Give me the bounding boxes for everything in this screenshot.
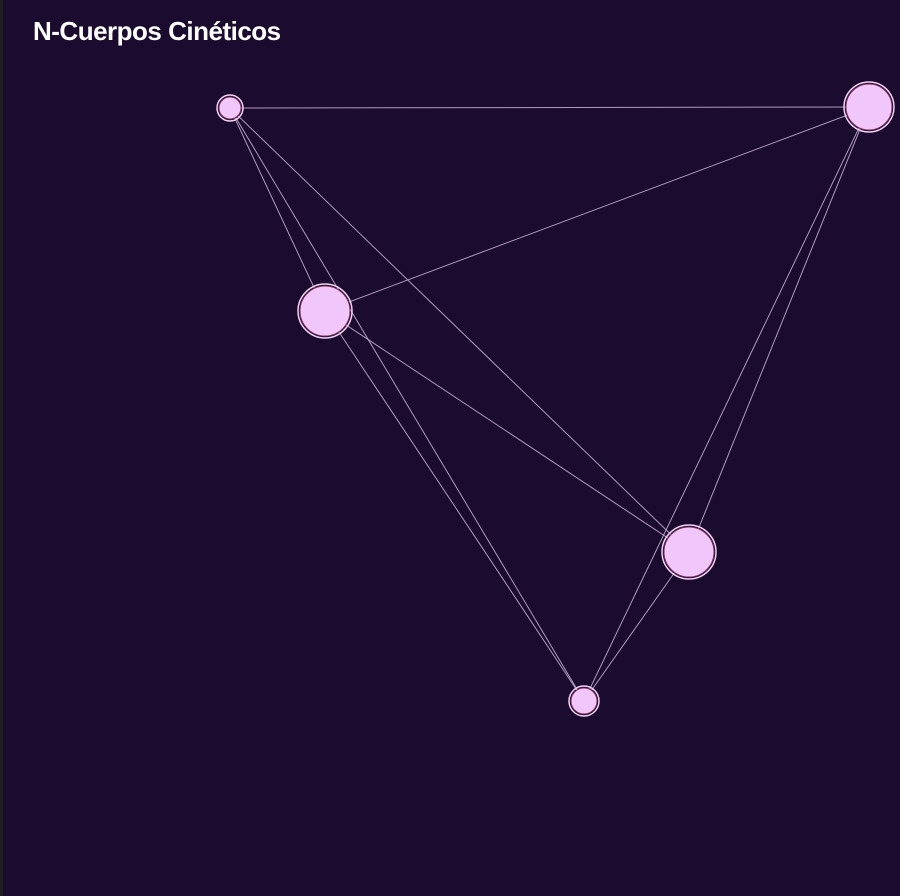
links-layer (229, 106, 870, 702)
link-b4-b5 (583, 551, 690, 702)
body-ring (297, 283, 353, 339)
body-b2[interactable] (843, 81, 895, 133)
body-core (845, 83, 893, 131)
link-b2-b4 (688, 106, 870, 553)
body-ring (843, 81, 895, 133)
body-ring (568, 685, 600, 717)
link-b1-b2 (229, 106, 870, 109)
body-b5[interactable] (568, 685, 600, 717)
link-b2-b3 (324, 106, 870, 312)
simulation-canvas[interactable]: N-Cuerpos Cinéticos (3, 0, 900, 896)
bodies-layer (216, 81, 895, 717)
body-b3[interactable] (297, 283, 353, 339)
body-core (663, 526, 715, 578)
body-b1[interactable] (216, 94, 244, 122)
link-b1-b4 (229, 107, 690, 553)
body-ring (661, 524, 717, 580)
body-core (299, 285, 351, 337)
link-b3-b4 (324, 310, 690, 553)
link-b1-b5 (229, 107, 585, 702)
link-b2-b5 (583, 106, 870, 702)
body-ring (216, 94, 244, 122)
body-core (570, 687, 598, 715)
page-title: N-Cuerpos Cinéticos (33, 16, 281, 46)
link-b1-b3 (229, 107, 326, 312)
body-core (218, 96, 242, 120)
link-b3-b5 (324, 310, 585, 702)
simulation-svg[interactable] (3, 0, 900, 896)
body-b4[interactable] (661, 524, 717, 580)
